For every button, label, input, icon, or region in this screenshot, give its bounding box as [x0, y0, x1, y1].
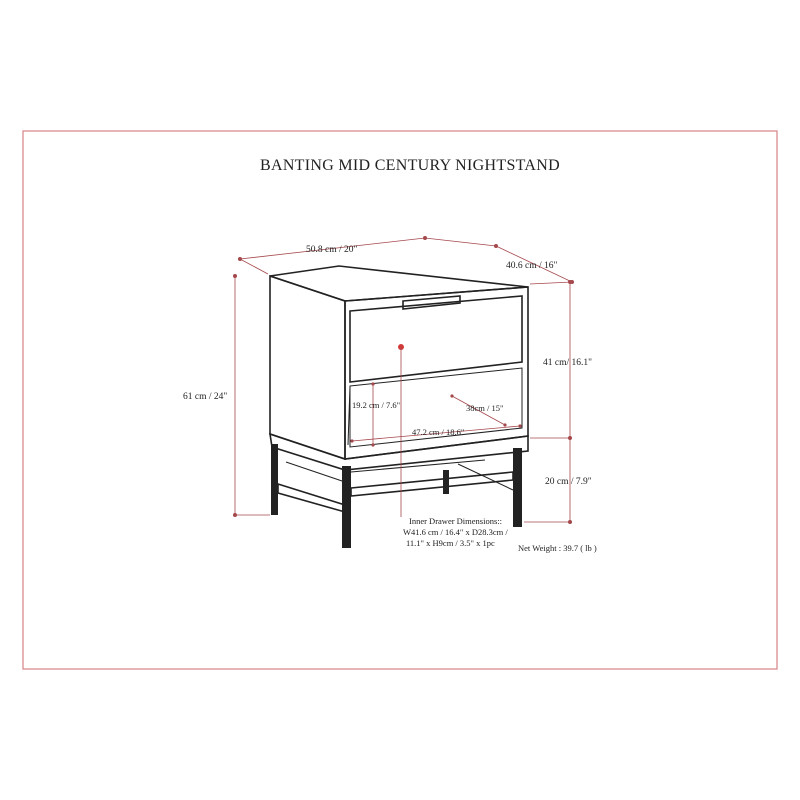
shelf-depth-label: 38cm / 15" [466, 403, 503, 413]
base-top-rail [269, 432, 529, 471]
inner-drawer-line3: 11.1" x H9cm / 3.5" x 1pc [406, 538, 495, 548]
leg-height-label: 20 cm / 7.9" [545, 477, 592, 487]
width-label: 50.8 cm / 20" [306, 245, 357, 255]
depth-label: 40.6 cm / 16" [506, 261, 557, 271]
shelf-width-label: 47.2 cm / 18.6" [412, 427, 464, 437]
leg-front-left [342, 466, 351, 548]
cabinet-side [269, 274, 346, 461]
stretcher-side-inner [285, 461, 346, 483]
net-weight-label: Net Weight : 39.7 ( lb ) [518, 543, 597, 553]
stretcher-back [457, 463, 514, 491]
cabinet-top [269, 265, 529, 302]
drawer-front [349, 295, 523, 383]
shelf-height-label: 19.2 cm / 7.6" [352, 400, 400, 410]
border-frame [22, 130, 778, 670]
stretcher-front [350, 471, 514, 497]
shelf-back-edge [347, 385, 351, 446]
leg-back-right [443, 470, 449, 494]
diagram-title: BANTING MID CENTURY NIGHTSTAND [260, 157, 560, 174]
inner-drawer-title: Inner Drawer Dimensions:: [409, 516, 502, 526]
cabinet-height-label: 41 cm/ 16.1" [543, 358, 592, 368]
drawer-pull [402, 295, 461, 310]
leg-front-right [513, 448, 522, 527]
leg-back-left [271, 444, 278, 515]
nightstand-drawing [269, 265, 529, 548]
dimension-lines [233, 236, 574, 524]
total-height-label: 61 cm / 24" [183, 392, 227, 402]
inner-drawer-line2: W41.6 cm / 16.4" x D28.3cm / [403, 527, 508, 537]
stretcher-mid [350, 459, 486, 473]
stretcher-side [277, 482, 346, 514]
open-shelf [349, 367, 523, 448]
